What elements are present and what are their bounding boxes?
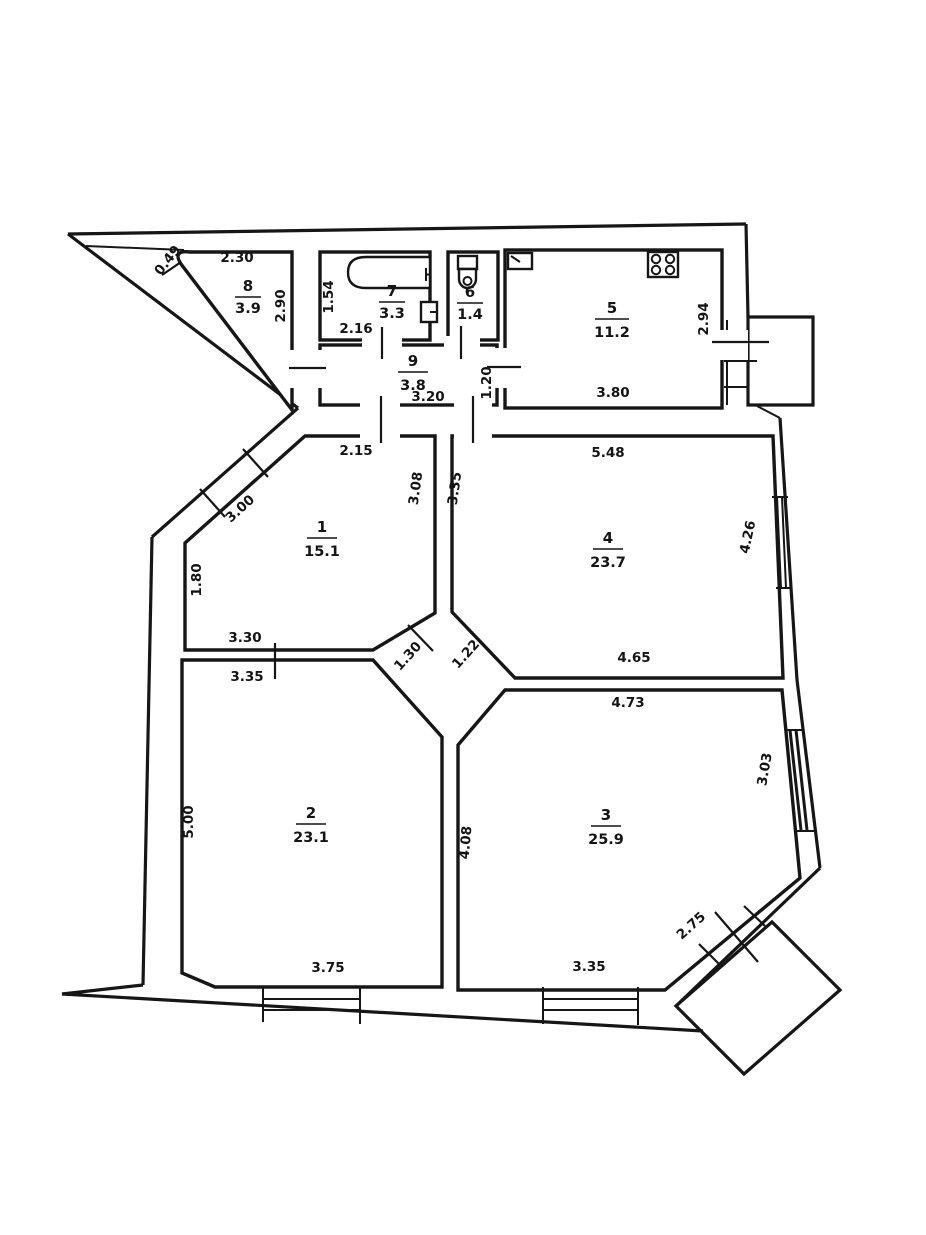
room-label-5: 5 11.2 xyxy=(594,299,630,341)
dim-3-20: 3.20 xyxy=(411,389,444,405)
svg-text:3.3: 3.3 xyxy=(379,306,405,322)
dim-3-08: 3.08 xyxy=(406,471,426,506)
svg-text:3.8: 3.8 xyxy=(400,378,426,394)
room-label-4: 4 23.7 xyxy=(590,529,626,571)
svg-text:1.4: 1.4 xyxy=(457,307,483,323)
svg-text:25.9: 25.9 xyxy=(588,832,624,848)
dim-5-00: 5.00 xyxy=(181,805,197,838)
room-label-2: 2 23.1 xyxy=(293,804,329,846)
dim-3-80: 3.80 xyxy=(596,385,629,401)
dim-1-22: 1.22 xyxy=(449,637,483,672)
dim-4-73: 4.73 xyxy=(611,695,644,711)
dim-2-30: 2.30 xyxy=(220,250,253,266)
svg-text:15.1: 15.1 xyxy=(304,544,340,560)
dim-2-90: 2.90 xyxy=(273,289,289,322)
svg-text:23.7: 23.7 xyxy=(590,555,626,571)
svg-text:7: 7 xyxy=(387,282,397,300)
room-label-7: 7 3.3 xyxy=(379,282,405,322)
toilet-icon xyxy=(456,254,479,290)
svg-text:11.2: 11.2 xyxy=(594,325,630,341)
bottom-right-balcony xyxy=(673,919,843,1077)
rooms xyxy=(176,248,802,992)
kitchen-sink-icon xyxy=(506,251,534,271)
dim-3-35-r3: 3.35 xyxy=(572,959,605,975)
room-labels: 1 15.1 2 23.1 3 25.9 4 23.7 5 11.2 6 1.4 xyxy=(235,277,630,848)
room-label-3: 3 25.9 xyxy=(588,806,624,848)
svg-text:23.1: 23.1 xyxy=(293,830,329,846)
windows xyxy=(199,448,816,1025)
room-5-outline xyxy=(503,248,724,410)
kitchen-balcony xyxy=(724,315,815,407)
room-8-outline xyxy=(176,250,294,416)
dim-1-30: 1.30 xyxy=(391,639,425,674)
svg-text:4: 4 xyxy=(603,529,613,547)
door-ticks xyxy=(161,261,769,679)
dim-1-20: 1.20 xyxy=(479,366,495,399)
svg-text:2: 2 xyxy=(306,804,316,822)
room-4-outline xyxy=(450,434,785,680)
room-1-outline xyxy=(183,434,437,652)
dim-5-48: 5.48 xyxy=(591,445,624,461)
room-label-9: 9 3.8 xyxy=(398,352,428,394)
svg-text:1: 1 xyxy=(317,518,327,536)
room-6-outline xyxy=(446,250,500,342)
dim-4-26: 4.26 xyxy=(737,519,760,555)
dim-2-94: 2.94 xyxy=(696,302,712,335)
dim-4-65: 4.65 xyxy=(617,650,650,666)
svg-text:3.9: 3.9 xyxy=(235,301,261,317)
dim-2-15: 2.15 xyxy=(339,443,372,459)
dim-3-75: 3.75 xyxy=(311,960,344,976)
room-label-8: 8 3.9 xyxy=(235,277,261,317)
svg-text:6: 6 xyxy=(465,283,475,301)
dim-3-35-r2: 3.35 xyxy=(230,669,263,685)
bathtub-icon xyxy=(346,255,432,290)
dim-3-03: 3.03 xyxy=(754,752,776,788)
svg-text:5: 5 xyxy=(607,299,617,317)
room-label-6: 6 1.4 xyxy=(457,283,483,323)
room-3-outline xyxy=(456,688,802,992)
dim-4-08: 4.08 xyxy=(457,825,476,860)
svg-text:8: 8 xyxy=(243,277,253,295)
dim-1-54: 1.54 xyxy=(321,280,337,313)
dim-2-16: 2.16 xyxy=(339,321,372,337)
dim-1-80: 1.80 xyxy=(189,563,205,596)
dim-3-35-r4: 3.35 xyxy=(445,471,465,506)
washbasin-icon xyxy=(419,300,439,324)
stove-icon xyxy=(646,250,680,279)
svg-text:9: 9 xyxy=(408,352,418,370)
dim-3-30: 3.30 xyxy=(228,630,261,646)
svg-text:3: 3 xyxy=(601,806,611,824)
room-label-1: 1 15.1 xyxy=(304,518,340,560)
